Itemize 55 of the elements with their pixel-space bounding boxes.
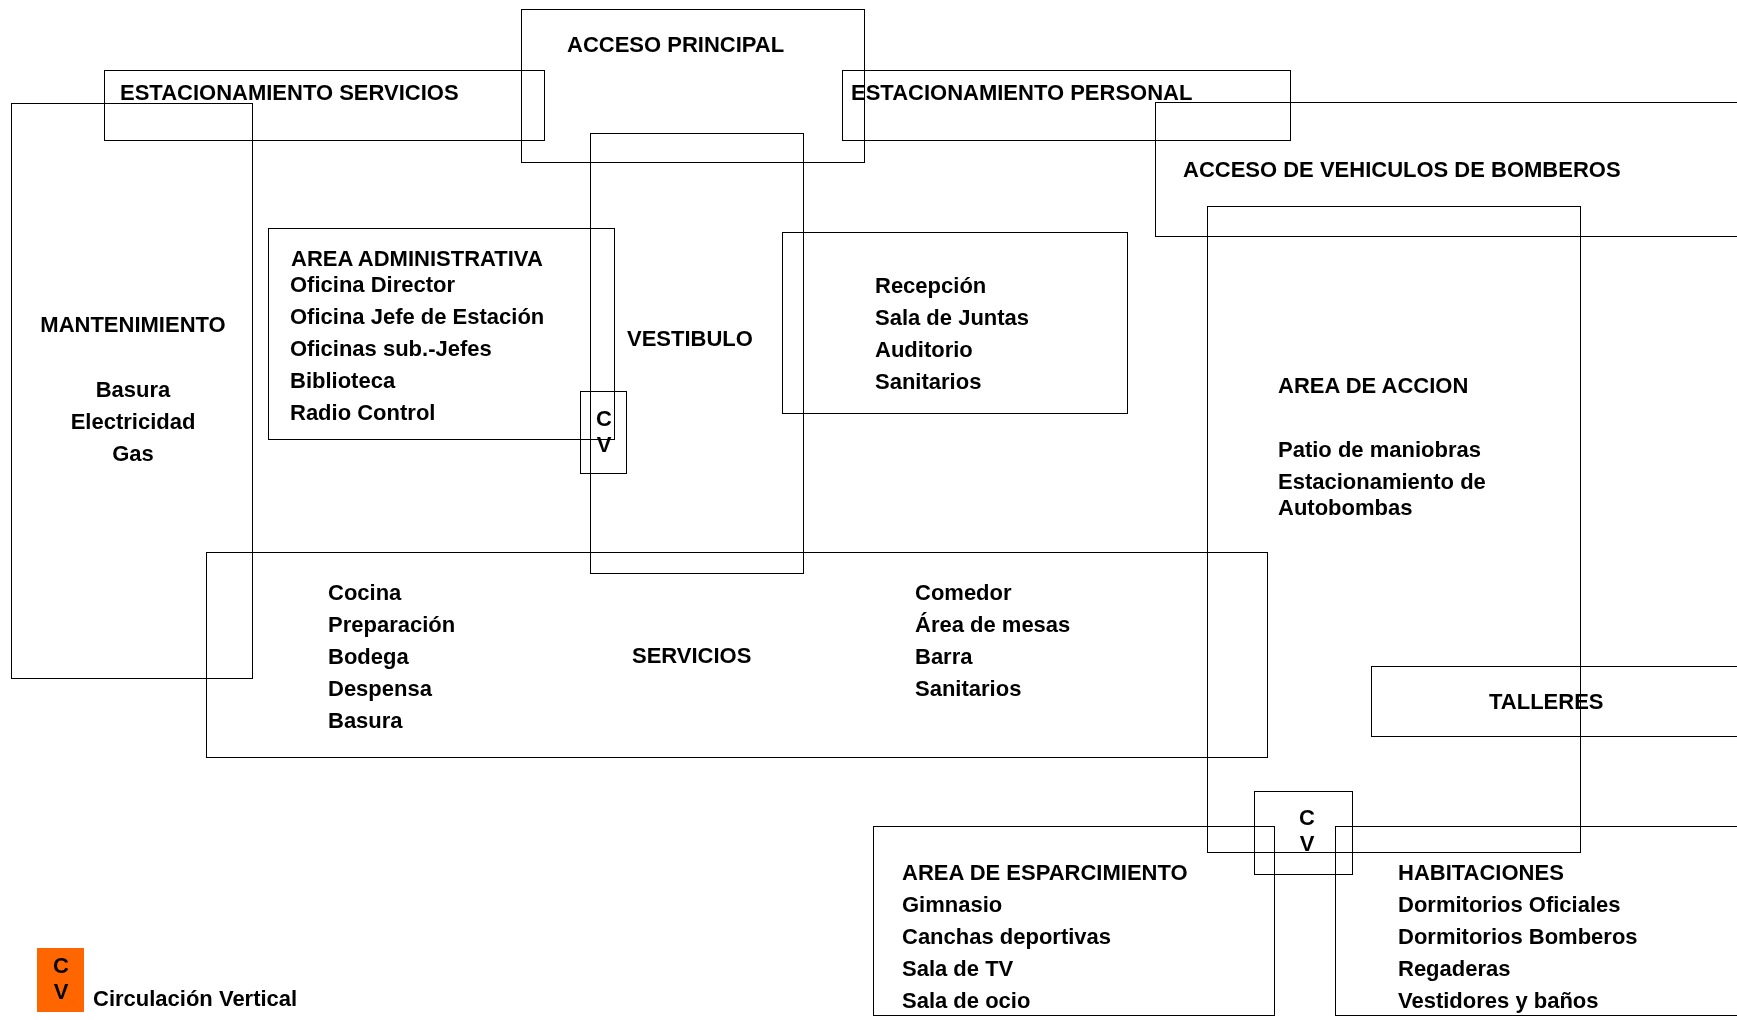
room-name: Oficina Director: [290, 272, 456, 298]
room-name: Barra: [915, 644, 973, 670]
room-name: Vestidores y baños: [1398, 988, 1599, 1014]
room-name: Sala de ocio: [902, 988, 1031, 1014]
zone-title: ESTACIONAMIENTO SERVICIOS: [120, 80, 459, 106]
zone-box: [590, 133, 804, 574]
room-name: Basura: [94, 377, 172, 403]
legend-text: Circulación Vertical: [93, 986, 298, 1012]
room-name: Canchas deportivas: [902, 924, 1112, 950]
zone-title: HABITACIONES: [1398, 860, 1564, 886]
zone-box: [104, 70, 545, 141]
zone-box: [206, 552, 1268, 758]
room-name: Bodega: [328, 644, 409, 670]
circulation-box: [580, 391, 627, 474]
zone-box: [1335, 826, 1737, 1016]
zone-box: [11, 103, 253, 679]
room-name: Electricidad: [69, 409, 197, 435]
room-name: Patio de maniobras: [1278, 437, 1481, 463]
circulation-box: [1254, 791, 1353, 875]
room-name: Oficina Jefe de Estación: [290, 304, 545, 330]
room-name: Despensa: [328, 676, 432, 702]
room-name: Sanitarios: [915, 676, 1022, 702]
room-name: Estacionamiento de Autobombas: [1278, 469, 1487, 521]
room-name: Sala de TV: [902, 956, 1014, 982]
room-name: Sanitarios: [875, 369, 982, 395]
room-name: Comedor: [915, 580, 1012, 606]
zone-title: AREA DE ESPARCIMIENTO: [902, 860, 1188, 886]
zone-title: MANTENIMIENTO: [39, 312, 227, 338]
room-name: Dormitorios Bomberos: [1398, 924, 1638, 950]
room-name: Área de mesas: [915, 612, 1071, 638]
room-name: Gimnasio: [902, 892, 1003, 918]
room-name: Gas: [111, 441, 155, 467]
room-name: Regaderas: [1398, 956, 1511, 982]
zone-title: Recepción: [875, 273, 987, 299]
swatch-mark: C V: [52, 953, 70, 1005]
zone-title: ACCESO DE VEHICULOS DE BOMBEROS: [1183, 157, 1621, 183]
zone-title: VESTIBULO: [627, 326, 753, 352]
zone-title: Cocina: [328, 580, 402, 606]
room-name: Oficinas sub.-Jefes: [290, 336, 492, 362]
zone-box: [1155, 102, 1737, 237]
room-name: Auditorio: [875, 337, 973, 363]
room-name: Biblioteca: [290, 368, 396, 394]
zone-box: [873, 826, 1275, 1016]
zone-box: [782, 232, 1128, 414]
zone-title: AREA ADMINISTRATIVA: [291, 246, 543, 272]
circulation-mark: C V: [1298, 805, 1316, 857]
zone-box: [1371, 666, 1737, 737]
room-name: Radio Control: [290, 400, 436, 426]
room-name: SERVICIOS: [632, 643, 752, 669]
room-name: Preparación: [328, 612, 456, 638]
zone-title: AREA DE ACCION: [1278, 373, 1469, 399]
room-name: Basura: [328, 708, 403, 734]
room-name: Dormitorios Oficiales: [1398, 892, 1621, 918]
room-name: Sala de Juntas: [875, 305, 1030, 331]
zone-title: ACCESO PRINCIPAL: [567, 32, 785, 58]
